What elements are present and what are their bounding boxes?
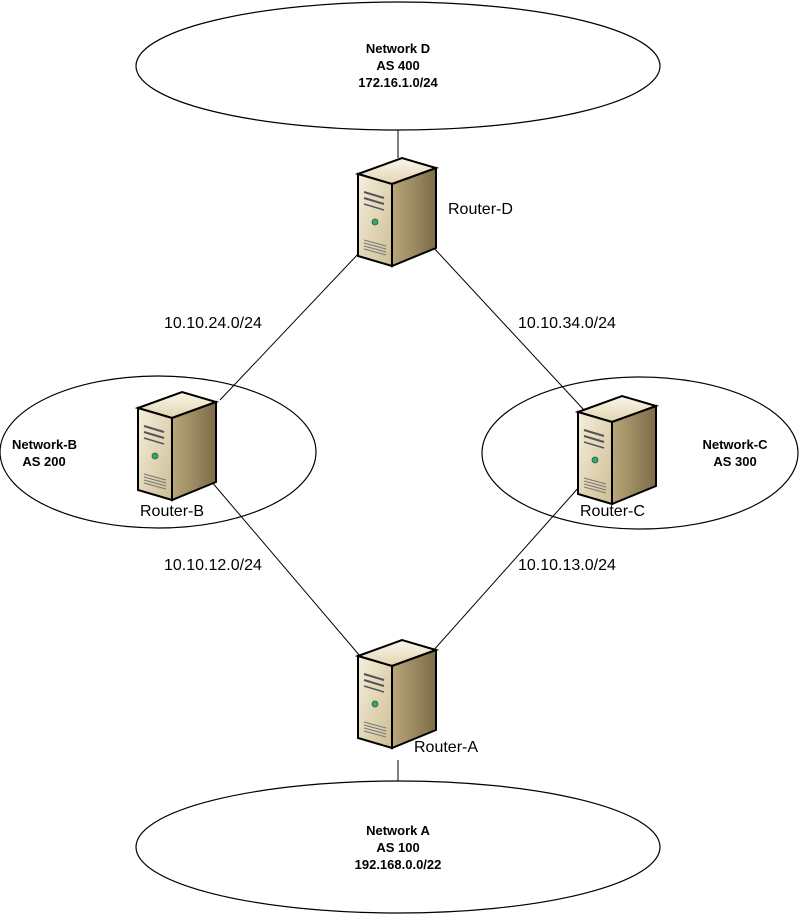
network-c-label: Network-C AS 300	[700, 436, 770, 470]
router-d-server-icon[interactable]	[357, 157, 437, 267]
router-c-label: Router-C	[580, 503, 645, 520]
router-b-label: Router-B	[140, 503, 205, 520]
link-a-c	[431, 485, 581, 653]
subnet-a-c-label: 10.10.13.0/24	[518, 557, 616, 574]
link-c-d	[431, 245, 585, 411]
network-a-as: AS 100	[376, 840, 420, 855]
router-d-label: Router-D	[448, 201, 513, 218]
link-a-b	[204, 473, 361, 657]
network-b-as: AS 200	[22, 454, 66, 469]
subnet-a-b-label: 10.10.12.0/24	[164, 557, 262, 574]
network-a-label: Network A AS 100 192.168.0.0/22	[338, 822, 458, 873]
network-a-prefix: 192.168.0.0/22	[354, 857, 442, 872]
network-d-name: Network D	[365, 41, 431, 56]
network-c-name: Network-C	[702, 437, 768, 452]
network-b-label: Network-B AS 200	[12, 436, 78, 470]
router-c-server-icon[interactable]	[577, 395, 657, 505]
network-d-prefix: 172.16.1.0/24	[358, 75, 438, 90]
router-a-server-icon[interactable]	[357, 639, 437, 749]
network-a-name: Network A	[366, 823, 430, 838]
router-a-label: Router-A	[414, 739, 479, 756]
network-b-name: Network-B	[12, 437, 78, 452]
subnet-c-d-label: 10.10.34.0/24	[518, 315, 616, 332]
link-b-d	[219, 251, 361, 401]
network-d-label: Network D AS 400 172.16.1.0/24	[338, 40, 458, 91]
network-c-as: AS 300	[713, 454, 757, 469]
subnet-b-d-label: 10.10.24.0/24	[164, 315, 262, 332]
network-d-as: AS 400	[376, 58, 420, 73]
router-b-server-icon[interactable]	[137, 391, 217, 501]
